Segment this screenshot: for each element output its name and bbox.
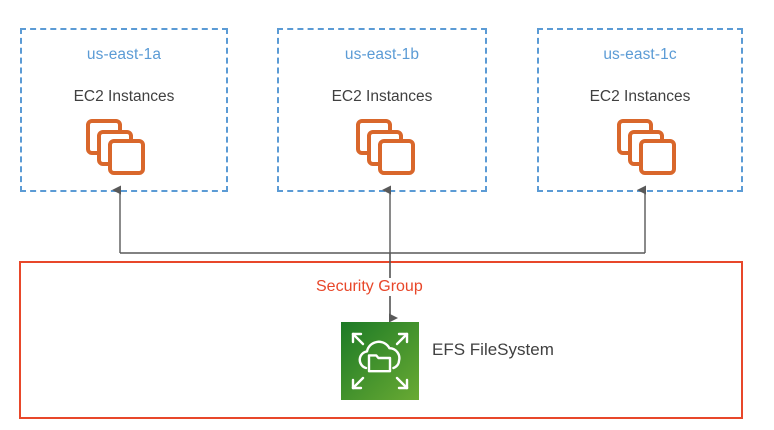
availability-zone-us-east-1b[interactable]: us-east-1b EC2 Instances [277,28,487,192]
security-group-label: Security Group [313,278,426,296]
ec2-instances-icon [355,118,417,176]
az-label-us-east-1a: us-east-1a [86,46,162,63]
availability-zone-us-east-1a[interactable]: us-east-1a EC2 Instances [20,28,228,192]
az-resource-label-us-east-1b: EC2 Instances [331,88,433,105]
security-group-container[interactable] [19,261,743,419]
efs-filesystem-icon [341,322,419,400]
efs-filesystem-label: EFS FileSystem [432,340,554,359]
az-label-us-east-1c: us-east-1c [603,46,677,63]
az-resource-label-us-east-1a: EC2 Instances [73,88,175,105]
ec2-instances-icon [616,118,678,176]
az-resource-label-us-east-1c: EC2 Instances [589,88,691,105]
az-label-us-east-1b: us-east-1b [344,46,420,63]
availability-zone-us-east-1c[interactable]: us-east-1c EC2 Instances [537,28,743,192]
ec2-instances-icon [85,118,147,176]
